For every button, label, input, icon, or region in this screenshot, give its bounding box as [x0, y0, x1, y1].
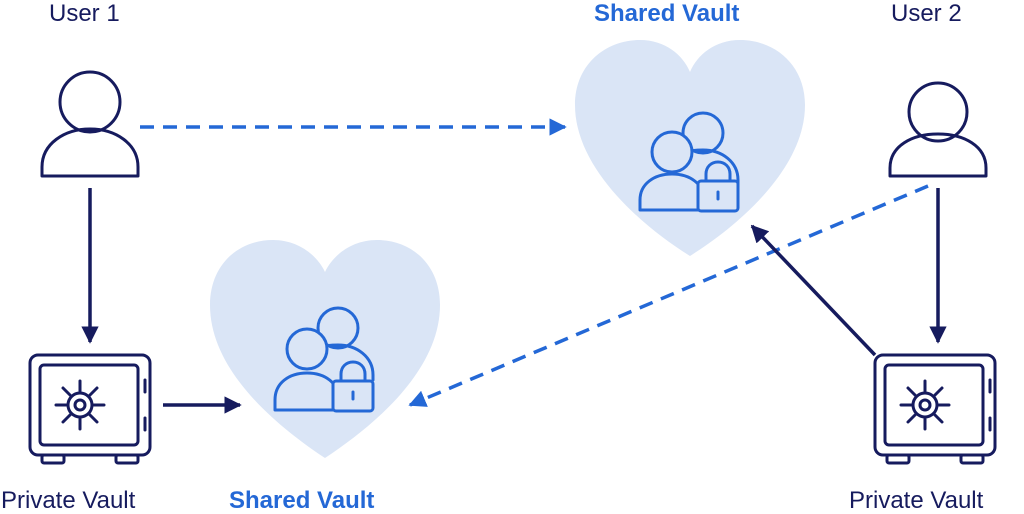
user-2-icon [888, 81, 988, 178]
user-1-icon [40, 70, 140, 178]
dial-icon [54, 379, 106, 431]
shared-vault-bottom-heart [210, 240, 440, 458]
user-2-label: User 2 [891, 0, 962, 27]
shared-group-lock-icon [273, 306, 375, 413]
private-vault-left-label: Private Vault [1, 487, 136, 514]
shared-vault-top-heart [575, 40, 805, 256]
safe-icon-left [28, 353, 152, 465]
private-vault-right-label: Private Vault [849, 487, 984, 514]
user-1-label: User 1 [49, 0, 120, 27]
shared-group-lock-icon [638, 111, 740, 213]
arrow-private-vault-to-shared-top [750, 224, 877, 357]
safe-icon-right [873, 353, 997, 465]
shared-vault-top-label: Shared Vault [594, 0, 740, 27]
shared-vault-bottom-label: Shared Vault [229, 487, 375, 514]
dial-icon [899, 379, 951, 431]
arrow-user2-to-shared-bottom [408, 184, 929, 407]
